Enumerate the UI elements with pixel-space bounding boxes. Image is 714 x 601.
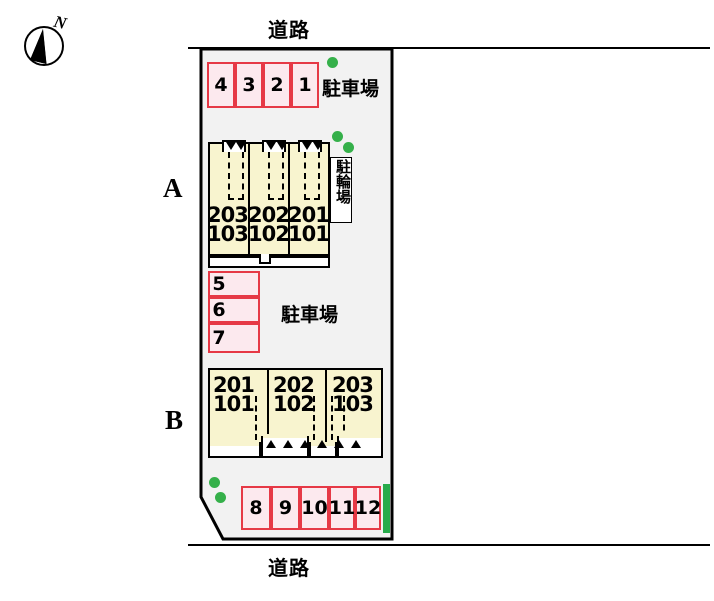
porch-mask-4 [339,434,381,438]
parking-space-label: 7 [212,327,226,349]
entrance-direction-icon [317,440,327,448]
parking-space-label: 4 [214,74,228,96]
unit-label-a-101: 101 [288,222,330,246]
building-b-porch-2 [309,444,337,458]
parking-space-label: 11 [328,497,356,519]
parking-space-9[interactable]: 9 [271,486,300,530]
compass-north-icon: N [18,8,80,70]
parking-space-5[interactable]: 5 [208,271,260,297]
parking-space-label: 6 [212,299,226,321]
unit-label-a-203: 203 [207,203,249,227]
road-line-top [188,47,710,49]
stair-direction-icon [226,142,236,150]
stair-outline [268,152,284,200]
unit-label-b-201: 201 [213,373,255,397]
parking-space-label: 9 [278,497,293,519]
building-b-porch-1 [208,444,261,458]
building-a-entry-step [259,254,271,264]
stair-outline [313,396,327,440]
stair-direction-icon [277,142,287,150]
parking-space-2[interactable]: 2 [263,62,291,108]
stair-outline [304,152,320,200]
unit-label-a-202: 202 [248,203,290,227]
building-a-divider-1 [248,142,250,256]
parking-space-10[interactable]: 10 [300,486,329,530]
unit-label-b-203: 203 [332,373,374,397]
unit-label-a-201: 201 [288,203,330,227]
unit-label-a-103: 103 [207,222,249,246]
parking-space-label: 10 [301,497,328,519]
tree-marker-icon [327,57,338,68]
parking-space-12[interactable]: 12 [355,486,381,530]
parking-space-label: 5 [212,273,226,295]
stair-direction-icon [313,142,323,150]
parking-space-label: 12 [354,497,382,519]
unit-label-a-102: 102 [248,222,290,246]
parking-space-label: 3 [242,74,256,96]
unit-label-b-102: 102 [273,392,315,416]
porch-mask-2 [263,434,307,438]
tree-marker-icon [215,492,226,503]
stair-direction-icon [266,142,276,150]
block-label-b: B [165,405,184,435]
tree-marker-icon [343,142,354,153]
porch-mask-1 [210,442,259,446]
entrance-direction-icon [283,440,293,448]
block-label-a: A [163,173,183,203]
parking-space-label: 8 [249,497,263,519]
stair-outline [228,152,244,200]
parking-space-7[interactable]: 7 [208,323,260,353]
hedge-marker [383,484,390,533]
building-a-divider-2 [288,142,290,256]
area-label-parking-middle: 駐車場 [281,304,339,326]
unit-label-b-101: 101 [213,392,255,416]
unit-label-b-103: 103 [332,392,374,416]
stair-direction-icon [236,142,246,150]
parking-space-1[interactable]: 1 [291,62,319,108]
area-label-bicycle-parking: 駐輪場 [330,157,352,223]
parking-space-4[interactable]: 4 [207,62,235,108]
entrance-direction-icon [351,440,361,448]
entrance-direction-icon [334,440,344,448]
road-label-top: 道路 [268,18,310,42]
stair-direction-icon [302,142,312,150]
road-line-bottom [188,544,710,546]
parking-space-label: 1 [298,74,312,96]
tree-marker-icon [209,477,220,488]
parking-space-11[interactable]: 11 [329,486,355,530]
road-label-bottom: 道路 [268,556,310,580]
compass-needle [30,29,58,64]
parking-space-label: 2 [270,74,284,96]
stair-outline [331,396,345,440]
unit-label-b-202: 202 [273,373,315,397]
area-label-parking-top: 駐車場 [322,78,380,100]
stair-outline [255,396,269,440]
parking-space-8[interactable]: 8 [241,486,271,530]
parking-space-6[interactable]: 6 [208,297,260,323]
entrance-direction-icon [266,440,276,448]
parking-space-3[interactable]: 3 [235,62,263,108]
tree-marker-icon [332,131,343,142]
entrance-direction-icon [300,440,310,448]
